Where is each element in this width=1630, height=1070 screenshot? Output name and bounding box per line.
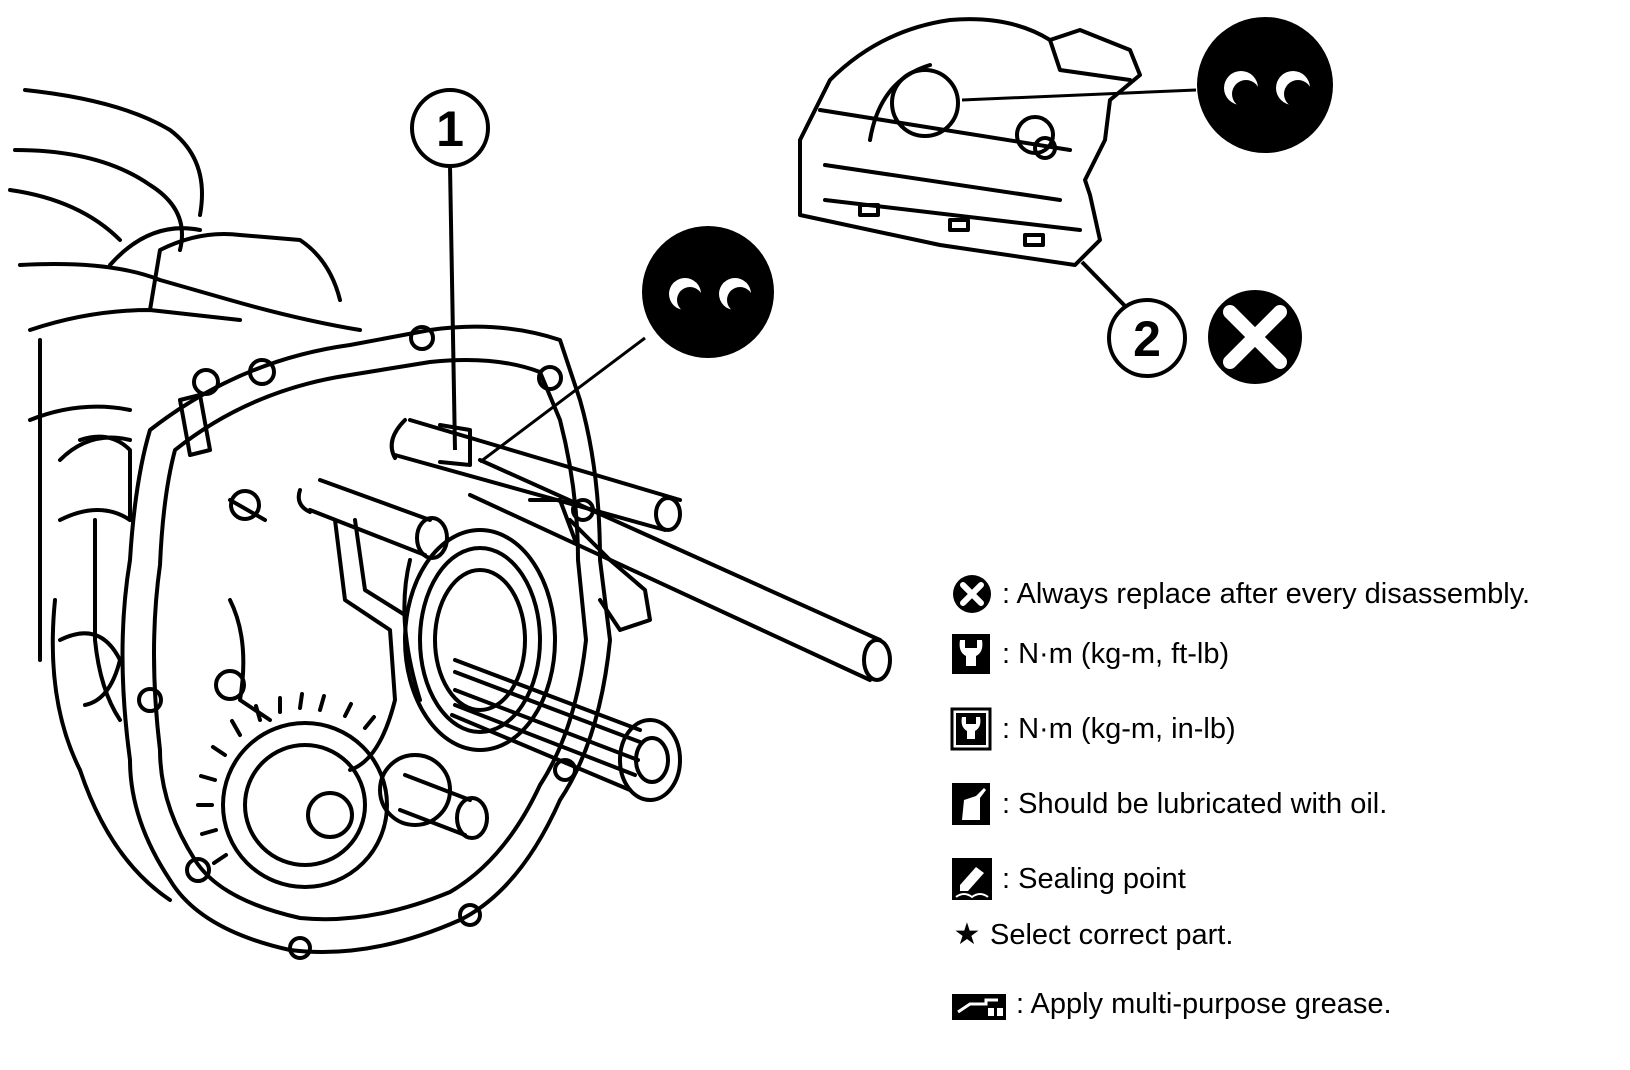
callout-2-leader xyxy=(1080,260,1127,308)
grease-symbol-cover xyxy=(961,17,1333,153)
oil-can-icon xyxy=(952,783,990,825)
grease-symbol-shaft xyxy=(479,226,774,464)
legend-text: : Sealing point xyxy=(1002,863,1186,895)
wrench-icon xyxy=(952,634,990,674)
legend-item-replace: : Always replace after every disassembly… xyxy=(950,572,1530,616)
replace-x-symbol xyxy=(1208,290,1302,384)
legend-text: : Should be lubricated with oil. xyxy=(1002,788,1388,820)
counter-gears xyxy=(196,489,489,889)
legend-item-select: ★ Select correct part. xyxy=(950,917,1234,952)
main-shaft xyxy=(402,528,682,802)
legend-item-grease: : Apply multi-purpose grease. xyxy=(950,982,1392,1026)
callout-1-number: 1 xyxy=(436,101,464,157)
callout-2-number: 2 xyxy=(1133,311,1161,367)
callout-1-leader xyxy=(448,165,457,451)
legend-item-oil: : Should be lubricated with oil. xyxy=(950,782,1387,826)
sealant-icon xyxy=(952,858,992,900)
case-flange xyxy=(58,324,612,960)
legend-text: Select correct part. xyxy=(990,918,1234,951)
legend-item-sealing: : Sealing point xyxy=(950,857,1186,901)
callout-2-circle xyxy=(1107,298,1187,378)
replace-x-icon xyxy=(953,575,991,613)
legend-item-torque-inlb: : N·m (kg-m, in-lb) xyxy=(950,707,1236,751)
grease-icon xyxy=(952,994,1006,1020)
star-icon: ★ xyxy=(953,918,981,951)
transmission-housing xyxy=(8,88,362,902)
cover-plate xyxy=(798,17,1142,267)
legend-text: : N·m (kg-m, ft-lb) xyxy=(1002,638,1230,670)
legend-text: : Apply multi-purpose grease. xyxy=(1016,988,1392,1020)
legend-item-torque-ftlb: : N·m (kg-m, ft-lb) xyxy=(950,632,1229,676)
legend-text: : N·m (kg-m, in-lb) xyxy=(1002,713,1236,745)
selector-shafts xyxy=(296,418,892,772)
legend-text: : Always replace after every disassembly… xyxy=(1002,578,1531,610)
wrench-small-icon xyxy=(950,707,992,751)
